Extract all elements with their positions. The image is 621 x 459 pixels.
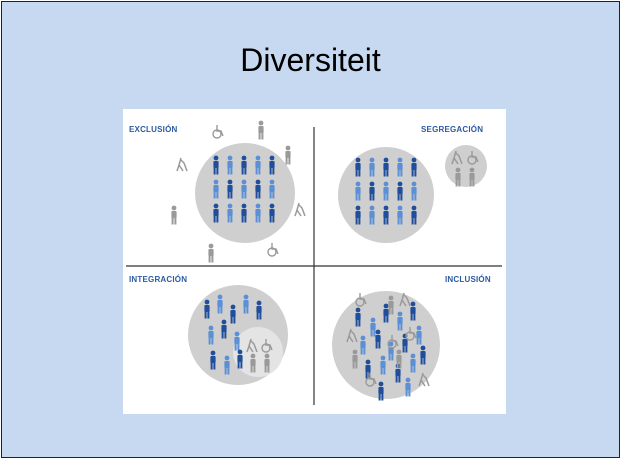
diagram-canvas xyxy=(126,119,502,405)
person-icon xyxy=(171,205,177,225)
wheelchair-icon xyxy=(267,237,279,257)
segregation-small-circle xyxy=(445,145,487,187)
person-icon xyxy=(285,145,291,165)
diversity-diagram: EXCLUSIÓN SEGREGACIÓN INTEGRACIÓN INCLUS… xyxy=(123,109,506,414)
quadrant-label-integration: INTEGRACIÓN xyxy=(129,275,188,284)
quadrant-label-segregation: SEGREGACIÓN xyxy=(421,125,484,134)
blind-cane-icon xyxy=(176,157,188,172)
quadrant-label-inclusion: INCLUSIÓN xyxy=(445,275,491,284)
blind-cane-icon xyxy=(294,202,306,217)
person-icon xyxy=(208,243,214,263)
quadrant-label-exclusion: EXCLUSIÓN xyxy=(129,125,178,134)
integration-inner-circle xyxy=(233,327,283,377)
slide-title: Diversiteit xyxy=(240,42,381,78)
wheelchair-icon xyxy=(212,119,224,139)
segregation-main-circle xyxy=(338,147,434,243)
person-icon xyxy=(258,120,264,140)
